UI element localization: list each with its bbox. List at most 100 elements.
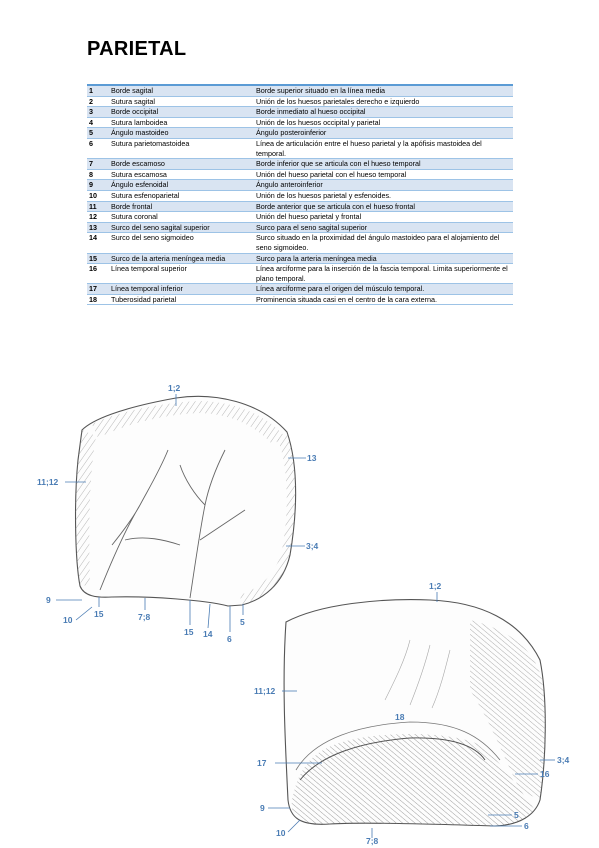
row-number: 11	[87, 201, 109, 212]
row-term: Borde frontal	[109, 201, 254, 212]
label-15-inner-anterior: 15	[94, 609, 104, 619]
page-title: PARIETAL	[87, 38, 187, 60]
row-term: Sutura escamosa	[111, 169, 167, 179]
row-term: Sutura sagital	[111, 96, 155, 106]
label-11-12-outer: 11;12	[254, 686, 276, 696]
row-term: Surco del seno sagital superior	[109, 222, 254, 233]
row-term: Sutura parietomastoidea	[111, 138, 190, 148]
row-description: Unión de los huesos parietal y esfenoide…	[256, 190, 392, 200]
label-7-8-inner: 7;8	[138, 612, 151, 622]
label-1-2-inner: 1;2	[168, 383, 181, 393]
row-number: 8	[89, 169, 93, 179]
row-number: 9	[87, 179, 109, 191]
row-description: Borde inmediato al hueso occipital	[254, 106, 513, 118]
label-7-8-outer: 7;8	[366, 836, 379, 846]
label-6-inner: 6	[227, 634, 232, 644]
terms-row: 14 Surco del seno sigmoideo Surco situado …	[87, 233, 513, 253]
row-number: 16	[89, 264, 97, 274]
label-17-outer: 17	[257, 758, 267, 768]
row-term: Borde occipital	[109, 106, 254, 118]
label-15-inner-posterior: 15	[184, 627, 194, 637]
label-11-12-inner: 11;12	[37, 477, 59, 487]
row-number: 10	[89, 190, 97, 200]
label-1-2-outer: 1;2	[429, 581, 442, 591]
row-number: 7	[87, 158, 109, 170]
label-10-outer: 10	[276, 828, 286, 838]
internal-view-sagittal-rim	[92, 401, 286, 444]
label-16-outer: 16	[540, 769, 550, 779]
row-term: Ángulo mastoideo	[109, 127, 254, 139]
row-description: Borde superior situado en la línea media	[254, 85, 513, 97]
row-term: Borde sagital	[109, 85, 254, 97]
leader-lines	[56, 394, 555, 838]
temporal-plane	[291, 734, 535, 826]
label-10-inner: 10	[63, 615, 73, 625]
row-number: 2	[89, 96, 93, 106]
row-description: Surco para el seno sagital superior	[254, 222, 513, 233]
row-term: Sutura esfenoparietal	[111, 190, 180, 200]
label-9-inner: 9	[46, 595, 51, 605]
label-3-4-outer: 3;4	[557, 755, 570, 765]
row-number: 4	[89, 117, 93, 127]
terms-row: 10 Sutura esfenoparietal Unión de los hues…	[87, 190, 513, 202]
label-13-inner: 13	[307, 453, 317, 463]
label-14-inner: 14	[203, 629, 213, 639]
row-term: Ángulo esfenoidal	[109, 179, 254, 191]
label-18-outer: 18	[395, 712, 405, 722]
row-number: 6	[89, 138, 93, 148]
row-description: Unión de los huesos occipital y parietal	[256, 117, 381, 127]
row-description: Unión del hueso parietal con el hueso te…	[256, 169, 407, 179]
row-number: 3	[87, 106, 109, 118]
meningeal-groove-anterior	[99, 449, 181, 591]
label-3-4-inner: 3;4	[306, 541, 319, 551]
temporal-line-superior	[295, 721, 501, 771]
row-term: Línea temporal inferior	[109, 283, 254, 295]
row-number: 14	[89, 233, 97, 243]
terms-row: 2 Sutura sagital Unión de los huesos parie…	[87, 96, 513, 107]
parietal-internal-view	[74, 395, 297, 607]
row-term: Borde escamoso	[109, 158, 254, 170]
row-description: Surco para la arteria meníngea media	[254, 253, 513, 264]
row-number: 5	[87, 127, 109, 139]
row-term: Sutura lamboidea	[111, 117, 168, 127]
terms-row: 16 Línea temporal superior Línea arciforme…	[87, 264, 513, 284]
label-6-outer: 6	[524, 821, 529, 831]
terms-row: 18 Tuberosidad parietal Prominencia situad…	[87, 294, 513, 305]
label-9-outer: 9	[260, 803, 265, 813]
row-term: Línea temporal superior	[111, 264, 187, 274]
temporal-line-inferior	[299, 737, 486, 781]
row-description: Prominencia situada casi en el centro de…	[256, 294, 437, 304]
row-term: Sutura coronal	[111, 212, 158, 222]
row-description: Borde inferior que se articula con el hu…	[254, 158, 513, 170]
parietal-tuberosity-lines	[384, 639, 451, 709]
posterior-hatched-surface	[470, 620, 546, 800]
row-term: Surco de la arteria meníngea media	[109, 253, 254, 264]
row-description: Borde anterior que se articula con el hu…	[254, 201, 513, 212]
terms-row: 8 Sutura escamosa Unión del hueso parietal…	[87, 169, 513, 180]
row-description: Unión del hueso parietal y frontal	[256, 212, 362, 222]
row-number: 1	[87, 85, 109, 97]
row-number: 18	[89, 294, 97, 304]
row-description: Surco situado en la proximidad del ángul…	[256, 233, 500, 252]
row-description: Unión de los huesos parietales derecho e…	[256, 96, 420, 106]
row-number: 15	[87, 253, 109, 264]
row-term: Tuberosidad parietal	[111, 294, 177, 304]
row-term: Surco del seno sigmoideo	[111, 233, 194, 243]
row-description: Línea arciforme para la inserción de la …	[256, 264, 508, 283]
terms-row: 6 Sutura parietomastoidea Línea de articul…	[87, 138, 513, 159]
row-description: Línea de articulación entre el hueso par…	[256, 138, 482, 158]
internal-view-frontal-rim	[75, 430, 96, 586]
row-description: Ángulo posteroinferior	[254, 127, 513, 139]
meningeal-groove-posterior	[179, 449, 246, 599]
